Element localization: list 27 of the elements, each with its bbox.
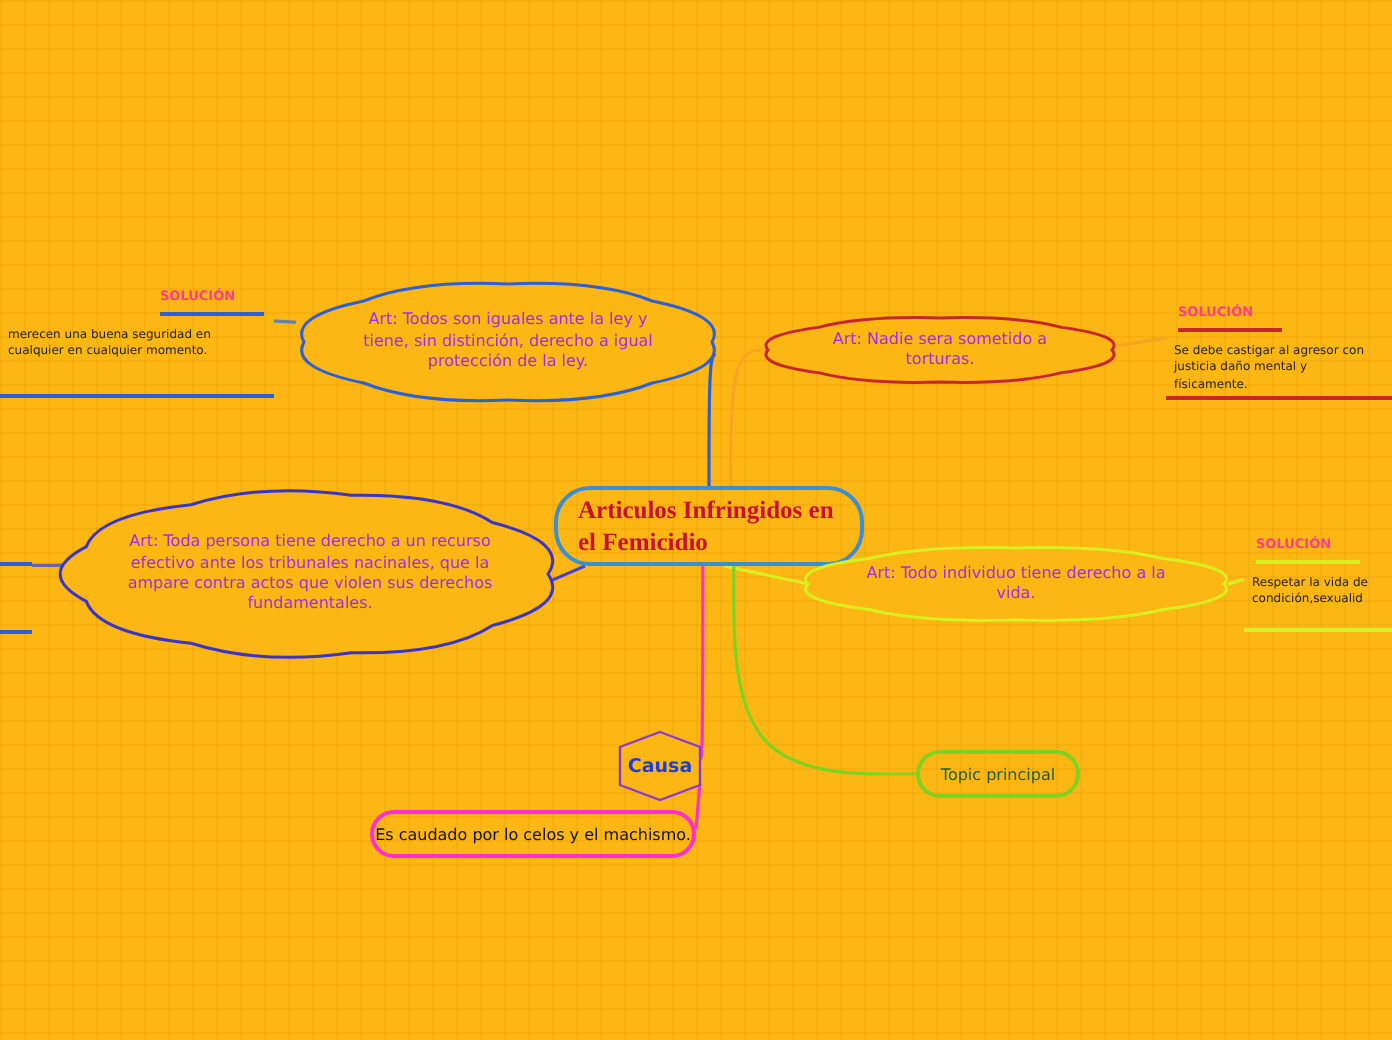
cloud-text: Art: Todos son iguales ante la ley y tiene, sin distinción, derecho a igual protección de la ley.: [361, 310, 655, 374]
connector-line: [1227, 577, 1245, 586]
central-title: Articulos Infringidos en el Femicidio: [578, 493, 836, 559]
topic-text: Es caudado por lo celos y el machismo.: [375, 825, 691, 843]
connector-line: [707, 353, 717, 486]
connector-line: [273, 319, 297, 324]
connector-line: [698, 566, 705, 761]
cloud-text: Art: Toda persona tiene derecho a un recurso efectivo ante los tribunales nacinales, que la ampare contra actos que violen sus derechos fundamentales.: [125, 532, 495, 616]
cloud-text: Art: Nadie sera sometido a torturas.: [830, 329, 1050, 371]
topic-text: Topic principal: [940, 765, 1056, 783]
cloud-bubble: [296, 276, 720, 408]
solution-note: [1244, 536, 1392, 632]
solution-note: [0, 288, 274, 398]
topic-pill: [916, 750, 1080, 798]
hexagon-tag: [620, 732, 700, 800]
cloud-bubble: [760, 310, 1120, 390]
cloud-text: Art: Todo individuo tiene derecho a la vida.: [864, 563, 1168, 605]
topic-pill: [370, 810, 696, 858]
connector-line: [694, 782, 702, 830]
connector-line: [724, 564, 809, 586]
connector-line: [729, 348, 768, 486]
tag-text: Causa: [627, 755, 693, 777]
solution-note: [1166, 304, 1392, 400]
connector-line: [1116, 336, 1167, 348]
cloud-bubble: [800, 540, 1232, 628]
connector-line: [732, 566, 916, 776]
cloud-bubble: [64, 486, 556, 662]
